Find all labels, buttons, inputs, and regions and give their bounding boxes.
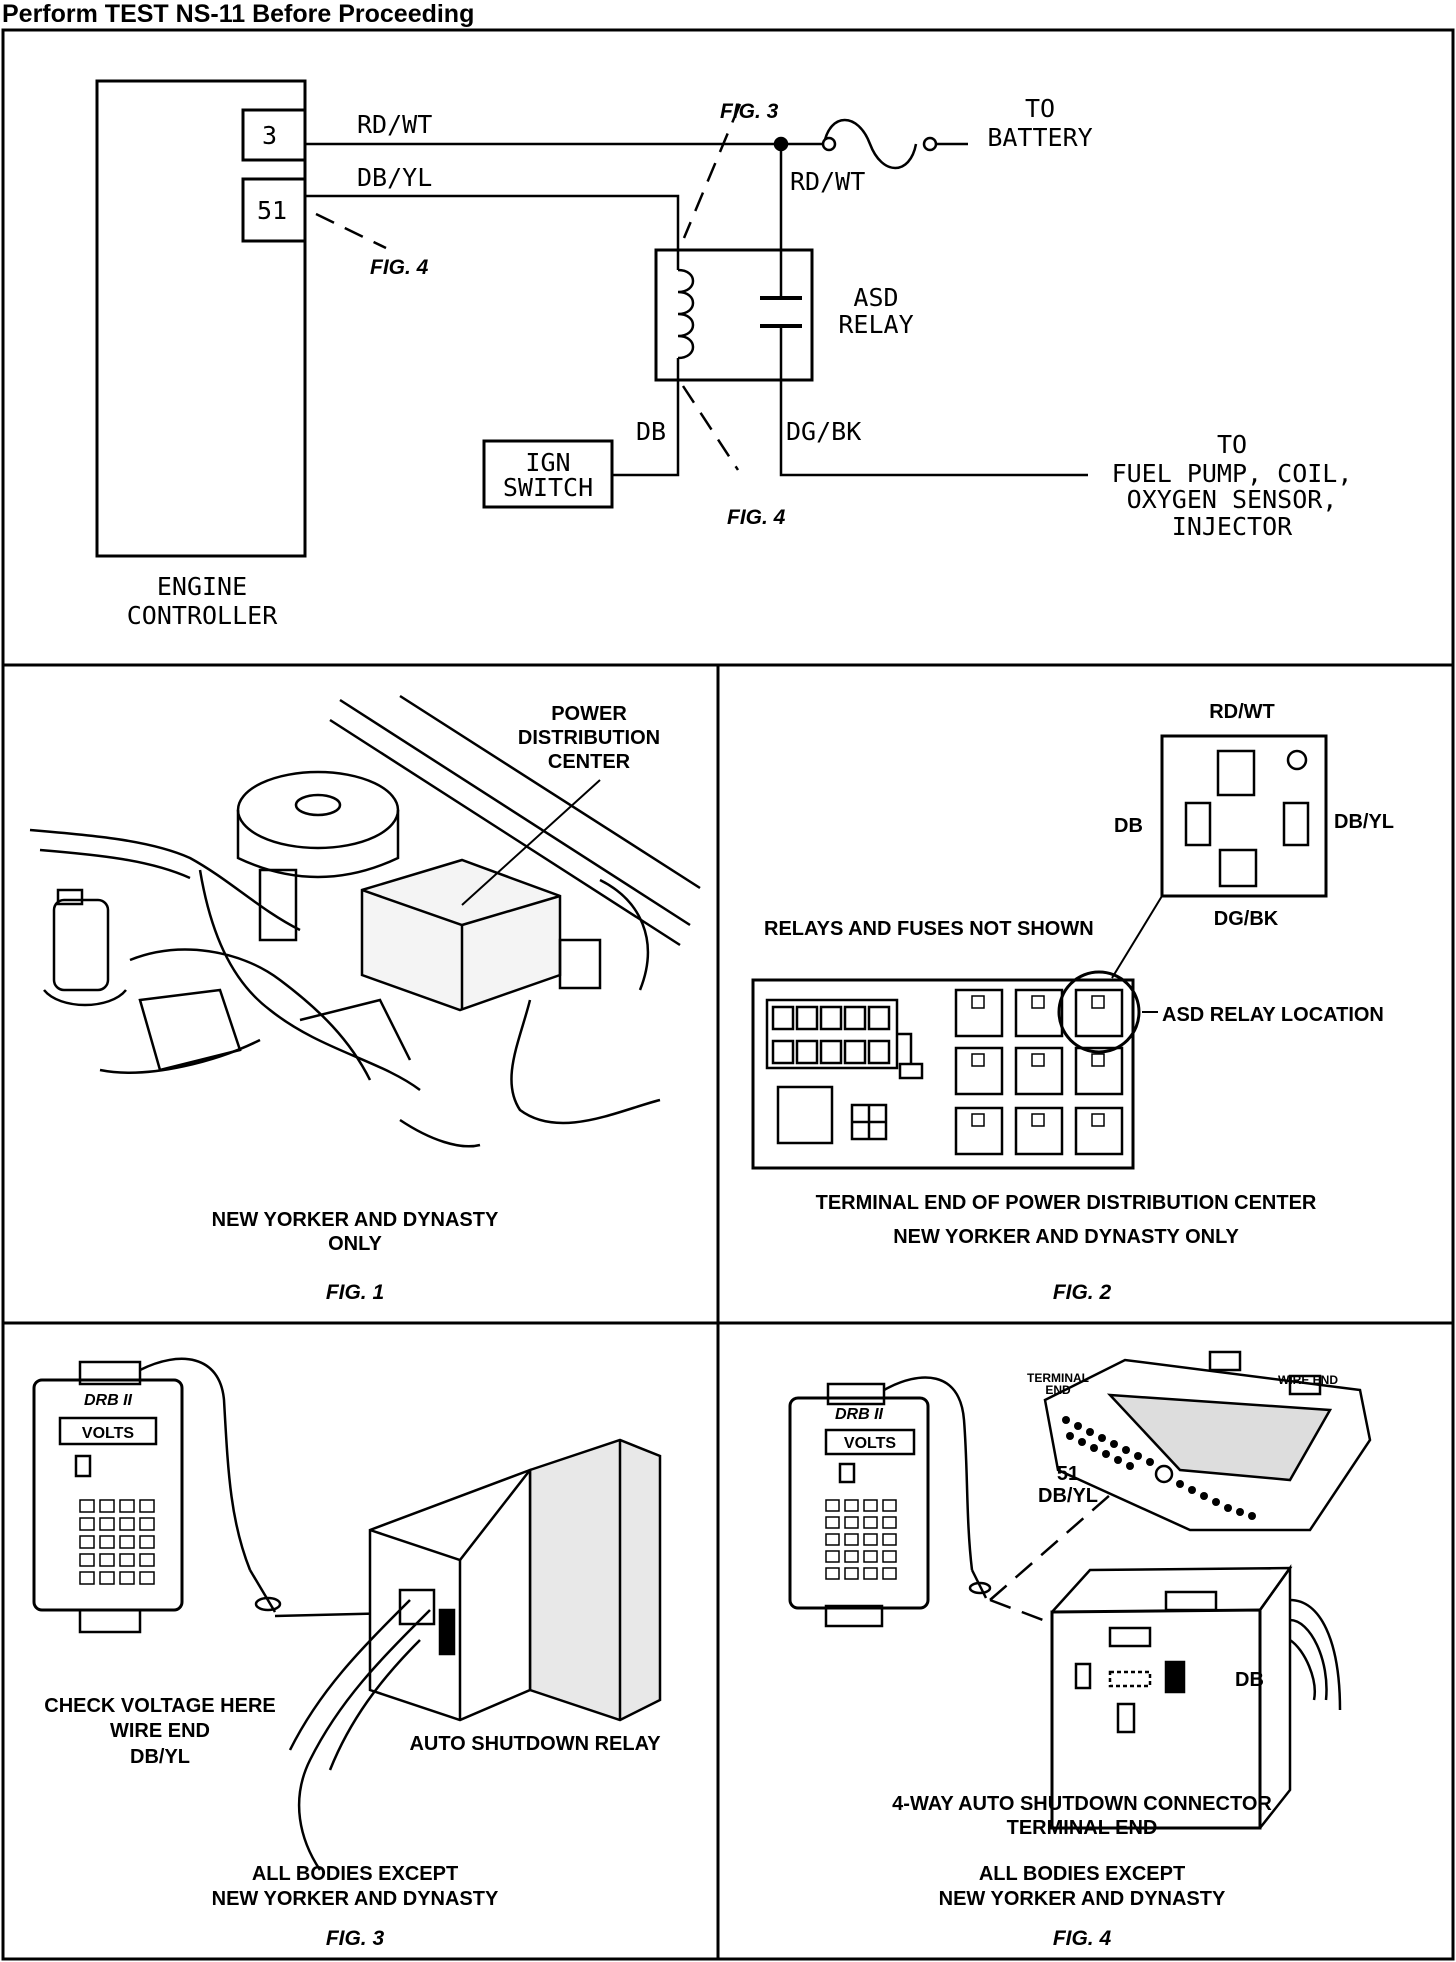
fig4-number: FIG. 4 bbox=[1053, 1927, 1112, 1950]
ign-label-2: SWITCH bbox=[503, 473, 593, 502]
auto-shutdown-relay-label: AUTO SHUTDOWN RELAY bbox=[409, 1733, 661, 1755]
fig3-labels: DRB II VOLTS CHECK VOLTAGE HERE WIRE END… bbox=[44, 1392, 661, 1950]
fig2-pdc-illustration bbox=[751, 734, 1328, 1170]
check-label-1: CHECK VOLTAGE HERE bbox=[44, 1695, 276, 1717]
fig2-number: FIG. 2 bbox=[1053, 1281, 1112, 1304]
schematic-labels: 3 51 RD/WT DB/YL RD/WT DB DG/BK FIG. 3 F… bbox=[127, 94, 1353, 630]
to-fuel-line-1: TO bbox=[1217, 430, 1247, 459]
ign-switch-box bbox=[482, 439, 614, 509]
pin-dgbk-label: DG/BK bbox=[1214, 908, 1279, 930]
pdc-label-1: POWER bbox=[551, 703, 627, 725]
fig3-illustration bbox=[32, 1357, 662, 1871]
fig3-caption-2: NEW YORKER AND DYNASTY bbox=[212, 1888, 499, 1910]
wire-rdwt-label: RD/WT bbox=[357, 110, 432, 139]
check-label-3: DB/YL bbox=[130, 1746, 190, 1768]
pin-51-box bbox=[241, 177, 307, 243]
page-header: Perform TEST NS-11 Before Proceeding bbox=[2, 0, 474, 28]
pdc-outline bbox=[751, 978, 1135, 1170]
fig1-caption-1: NEW YORKER AND DYNASTY bbox=[212, 1209, 499, 1231]
meter-brand-2: DRB II bbox=[835, 1406, 884, 1423]
engine-label-2: CONTROLLER bbox=[127, 601, 278, 630]
wire-rdwt-relay-label: RD/WT bbox=[790, 167, 865, 196]
pdc-label-3: CENTER bbox=[548, 751, 631, 773]
meter-mode-2: VOLTS bbox=[844, 1435, 896, 1452]
fig4-reference-upper: FIG. 4 bbox=[370, 256, 429, 279]
ign-label-1: IGN bbox=[525, 448, 570, 477]
fig4-caption-4: NEW YORKER AND DYNASTY bbox=[939, 1888, 1226, 1910]
fuse-row-upper bbox=[765, 998, 899, 1070]
pin-51-label: 51 bbox=[257, 196, 287, 225]
relay-socket-grid bbox=[954, 988, 1124, 1156]
drb-meter bbox=[32, 1378, 184, 1612]
relay-socket-large bbox=[1160, 734, 1328, 898]
keypad-2 bbox=[825, 1499, 897, 1580]
asd-location-circle bbox=[1057, 970, 1141, 1054]
pin-rdwt-label: RD/WT bbox=[1209, 701, 1275, 723]
fuse-icon bbox=[822, 118, 918, 170]
asd-location-label: ASD RELAY LOCATION bbox=[1162, 1004, 1384, 1026]
fig4-labels: DRB II VOLTS TERMINAL END WIRE END 51 DB… bbox=[835, 1371, 1338, 1950]
to-battery-line-2: BATTERY bbox=[987, 123, 1092, 152]
pin-3-box bbox=[241, 108, 307, 162]
engine-controller-box bbox=[95, 79, 307, 558]
panel-grid bbox=[1, 28, 1455, 1961]
fig2-caption-1: TERMINAL END OF POWER DISTRIBUTION CENTE… bbox=[816, 1192, 1317, 1214]
wire-db-label: DB bbox=[636, 417, 666, 446]
db-callout: DB bbox=[1235, 1669, 1264, 1691]
relay-label-2: RELAY bbox=[838, 310, 913, 339]
fig4-caption-3: ALL BODIES EXCEPT bbox=[979, 1863, 1185, 1885]
wire-dbyl-label: DB/YL bbox=[357, 163, 432, 192]
schematic bbox=[95, 79, 1088, 558]
meter-brand: DRB II bbox=[84, 1392, 133, 1409]
to-fuel-line-3: OXYGEN SENSOR, bbox=[1127, 485, 1338, 514]
fig1-number: FIG. 1 bbox=[326, 1281, 384, 1304]
check-label-2: WIRE END bbox=[110, 1720, 210, 1742]
meter-mode: VOLTS bbox=[82, 1425, 134, 1442]
pdc-label-2: DISTRIBUTION bbox=[518, 727, 660, 749]
wire-end-label: WIRE END bbox=[1278, 1373, 1338, 1387]
terminal-end-label-1: TERMINAL bbox=[1027, 1371, 1089, 1385]
to-battery-line-1: TO bbox=[1025, 94, 1055, 123]
pin-db-label: DB bbox=[1114, 815, 1143, 837]
relay-label-1: ASD bbox=[853, 283, 898, 312]
fig1-caption-2: ONLY bbox=[328, 1233, 382, 1255]
keypad bbox=[79, 1499, 155, 1585]
relays-note: RELAYS AND FUSES NOT SHOWN bbox=[764, 918, 1094, 940]
terminal-end-label-2: END bbox=[1045, 1383, 1071, 1397]
fig3-reference: FIG. 3 bbox=[720, 100, 779, 123]
relay-socket-pins bbox=[971, 995, 1105, 1127]
fig2-caption-2: NEW YORKER AND DYNASTY ONLY bbox=[893, 1226, 1239, 1248]
fig4-illustration bbox=[788, 1350, 1372, 1830]
to-fuel-line-4: INJECTOR bbox=[1172, 512, 1293, 541]
connector-pins bbox=[1062, 1416, 1256, 1520]
fig3-caption-1: ALL BODIES EXCEPT bbox=[252, 1863, 458, 1885]
fig4-caption-1: 4-WAY AUTO SHUTDOWN CONNECTOR bbox=[892, 1793, 1272, 1815]
pin-3-label: 3 bbox=[262, 121, 277, 150]
fig4-reference-lower: FIG. 4 bbox=[727, 506, 786, 529]
to-fuel-line-2: FUEL PUMP, COIL, bbox=[1112, 459, 1353, 488]
fig1-engine-illustration bbox=[29, 694, 701, 1148]
fig2-labels: RD/WT DB DB/YL DG/BK RELAYS AND FUSES NO… bbox=[764, 701, 1394, 1304]
drb-meter-2 bbox=[788, 1396, 930, 1610]
pin-dbyl-callout: DB/YL bbox=[1038, 1485, 1098, 1507]
fig1-labels: POWER DISTRIBUTION CENTER NEW YORKER AND… bbox=[212, 703, 660, 1304]
pin-dbyl-label: DB/YL bbox=[1334, 811, 1394, 833]
asd-relay-box bbox=[654, 248, 814, 382]
fig4-caption-2: TERMINAL END bbox=[1007, 1817, 1158, 1839]
coil-icon bbox=[677, 268, 695, 360]
fig3-number: FIG. 3 bbox=[326, 1927, 385, 1950]
wire-dgbk-label: DG/BK bbox=[786, 417, 861, 446]
engine-label-1: ENGINE bbox=[157, 572, 247, 601]
pin-51-callout: 51 bbox=[1057, 1463, 1079, 1485]
